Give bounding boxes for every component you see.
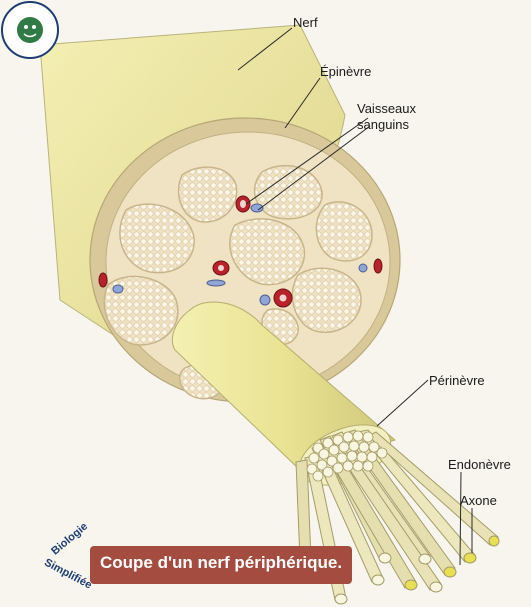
biologie-simplifiee-logo bbox=[0, 0, 60, 60]
vein bbox=[260, 295, 270, 305]
label-nerf: Nerf bbox=[293, 15, 318, 30]
label-perinevre: Périnèvre bbox=[429, 373, 485, 388]
artery bbox=[99, 273, 107, 287]
label-axone: Axone bbox=[460, 493, 497, 508]
label-endonevre: Endonèvre bbox=[448, 457, 511, 472]
caption-text: Coupe d'un nerf périphérique. bbox=[100, 553, 350, 573]
label-vaisseaux-line1: Vaisseaux bbox=[357, 101, 416, 116]
vein bbox=[207, 280, 225, 286]
vein bbox=[359, 264, 367, 272]
fascicle bbox=[179, 167, 237, 222]
vein bbox=[113, 285, 123, 293]
label-epinevre: Épinèvre bbox=[320, 64, 371, 79]
label-vaisseaux-line2: sanguins bbox=[357, 117, 409, 132]
fascicle bbox=[292, 268, 361, 332]
artery bbox=[374, 259, 382, 273]
